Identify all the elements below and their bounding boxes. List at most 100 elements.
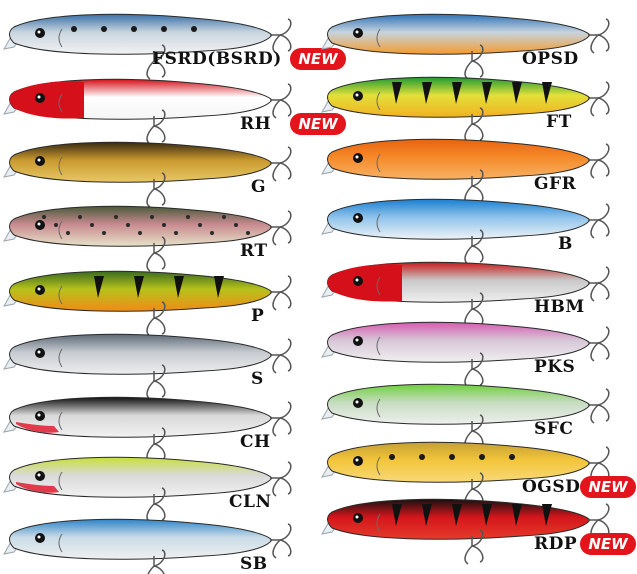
color-code-label: S xyxy=(251,369,264,389)
lure-bar-stripe xyxy=(214,276,224,298)
lure-bar-stripe xyxy=(542,82,552,104)
lure-bar-stripe xyxy=(512,504,522,526)
color-code-label: FSRD(BSRD) xyxy=(152,49,282,69)
lure-item xyxy=(321,490,622,565)
lure-bar-stripe xyxy=(134,276,144,298)
treble-hook xyxy=(270,401,292,437)
lure-item xyxy=(321,130,622,205)
lure-image xyxy=(3,141,292,208)
new-badge: NEW xyxy=(580,476,636,498)
lure-body xyxy=(9,141,273,183)
color-code-label: SFC xyxy=(534,419,574,439)
lure-gill xyxy=(58,348,63,368)
color-code-label: B xyxy=(558,234,573,254)
lure-gill xyxy=(376,513,381,533)
lure-spot xyxy=(509,454,515,460)
lure-eye-highlight xyxy=(37,287,41,291)
lure-body xyxy=(327,13,591,55)
lure-spot xyxy=(222,215,226,219)
lure-spot xyxy=(162,223,166,227)
lure-image xyxy=(321,13,610,80)
lure-spot xyxy=(186,215,190,219)
new-badge: NEW xyxy=(290,48,346,70)
lure-spot xyxy=(131,26,137,32)
lure-item xyxy=(3,262,304,337)
lure-body xyxy=(9,333,273,375)
lure-body xyxy=(327,441,591,483)
treble-hook xyxy=(588,81,610,117)
lure-bar-stripe xyxy=(512,82,522,104)
lure-spot xyxy=(234,223,238,227)
lure-gill xyxy=(376,398,381,418)
lure-red-chin xyxy=(16,422,59,433)
lure-bar-stripe xyxy=(542,504,552,526)
lure-bar-stripe xyxy=(482,82,492,104)
lure-eye-highlight xyxy=(37,535,41,539)
lure-image xyxy=(321,198,610,265)
lure-bar-stripe xyxy=(482,504,492,526)
lure-spot xyxy=(66,231,70,235)
color-code-label: RT xyxy=(240,241,268,261)
lure-spot xyxy=(126,223,130,227)
lure-spot xyxy=(102,231,106,235)
treble-hook xyxy=(146,236,166,272)
treble-hook xyxy=(588,388,610,424)
lure-image xyxy=(3,205,292,272)
lure-item xyxy=(321,375,622,450)
lure-item xyxy=(3,388,304,463)
lure-eye-highlight xyxy=(355,215,359,219)
lure-image xyxy=(3,456,292,523)
treble-hook xyxy=(464,44,484,80)
lure-gill xyxy=(376,153,381,173)
treble-hook xyxy=(270,210,292,246)
color-code-label: CLN xyxy=(229,492,272,512)
lure-image xyxy=(321,321,610,388)
lure-bar-stripe xyxy=(174,276,184,298)
treble-hook xyxy=(270,523,292,559)
lure-gill xyxy=(376,456,381,476)
lure-spot xyxy=(174,231,178,235)
color-code-label: GFR xyxy=(534,174,577,194)
lure-gill xyxy=(58,93,63,113)
lure-spot xyxy=(161,26,167,32)
lure-body xyxy=(9,13,273,55)
lure-gill xyxy=(376,28,381,48)
lure-item xyxy=(321,68,622,143)
lure-item xyxy=(321,253,622,328)
color-code-label: SB xyxy=(240,554,268,574)
treble-hook xyxy=(270,146,292,182)
color-code-label: PKS xyxy=(534,357,576,377)
lure-eye-highlight xyxy=(355,400,359,404)
lure-eye-highlight xyxy=(37,158,41,162)
lure-spot xyxy=(389,454,395,460)
treble-hook xyxy=(270,338,292,374)
treble-hook xyxy=(588,203,610,239)
lure-item xyxy=(321,313,622,388)
lure-spot xyxy=(42,215,46,219)
treble-hook xyxy=(464,229,484,265)
lure-eye-highlight xyxy=(37,95,41,99)
color-code-label: RH xyxy=(240,114,272,134)
lure-gill xyxy=(376,276,381,296)
lure-red-head xyxy=(9,81,84,119)
color-code-label: CH xyxy=(240,432,271,452)
lure-item xyxy=(3,325,304,400)
lure-spot xyxy=(198,223,202,227)
lure-body xyxy=(9,396,273,438)
lure-image xyxy=(3,270,292,337)
lure-body xyxy=(9,205,273,247)
lure-eye-highlight xyxy=(355,30,359,34)
lure-image xyxy=(321,76,610,143)
lure-spot xyxy=(150,215,154,219)
lure-gill xyxy=(58,28,63,48)
lure-spot xyxy=(449,454,455,460)
lure-spot xyxy=(101,26,107,32)
lure-bar-stripe xyxy=(422,82,432,104)
lure-body xyxy=(327,383,591,425)
lure-eye-highlight xyxy=(355,278,359,282)
lure-eye-highlight xyxy=(37,30,41,34)
lure-item xyxy=(3,197,304,272)
lure-gill xyxy=(58,411,63,431)
lure-gill xyxy=(376,213,381,233)
treble-hook xyxy=(588,266,610,302)
